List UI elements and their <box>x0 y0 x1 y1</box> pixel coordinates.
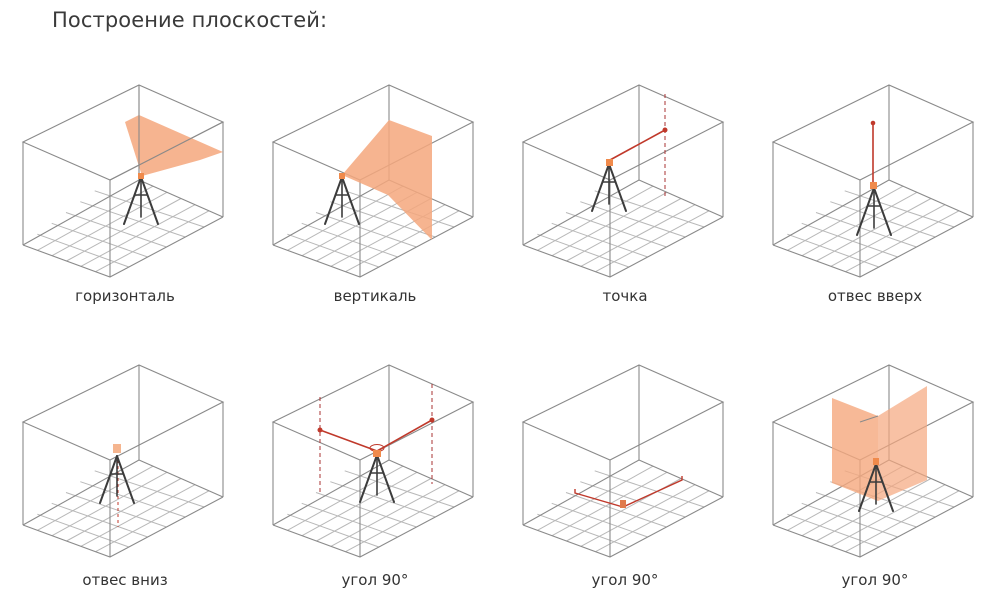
horizontal-plane-icon <box>22 84 224 278</box>
panel-caption: вертикаль <box>333 287 417 305</box>
panel-plumb-down: отвес вниз <box>20 360 250 600</box>
right-angle-floor-icon <box>522 364 724 558</box>
panel-angle-90-wall: угол 90° <box>270 360 500 600</box>
right-angle-planes-icon <box>772 364 974 558</box>
panel-caption: угол 90° <box>341 571 409 589</box>
panel-caption: угол 90° <box>591 571 659 589</box>
right-angle-wall-icon <box>272 364 474 558</box>
plumb-up-icon <box>772 84 974 278</box>
panel-angle-90-floor: угол 90° <box>520 360 750 600</box>
page-title: Построение плоскостей: <box>52 8 328 32</box>
laser-point-icon <box>522 84 724 278</box>
panel-point: точка <box>520 80 750 320</box>
panel-plumb-up: отвес вверх <box>770 80 992 320</box>
panel-caption: угол 90° <box>841 571 909 589</box>
panel-angle-90-planes: угол 90° <box>770 360 992 600</box>
panel-caption: горизонталь <box>75 287 175 305</box>
vertical-plane-icon <box>272 84 474 278</box>
panel-horizontal: горизонталь <box>20 80 250 320</box>
panel-caption: отвес вверх <box>827 287 923 305</box>
panel-caption: точка <box>602 287 648 305</box>
panel-caption: отвес вниз <box>82 571 168 589</box>
panel-vertical: вертикаль <box>270 80 500 320</box>
plumb-down-icon <box>22 364 224 558</box>
